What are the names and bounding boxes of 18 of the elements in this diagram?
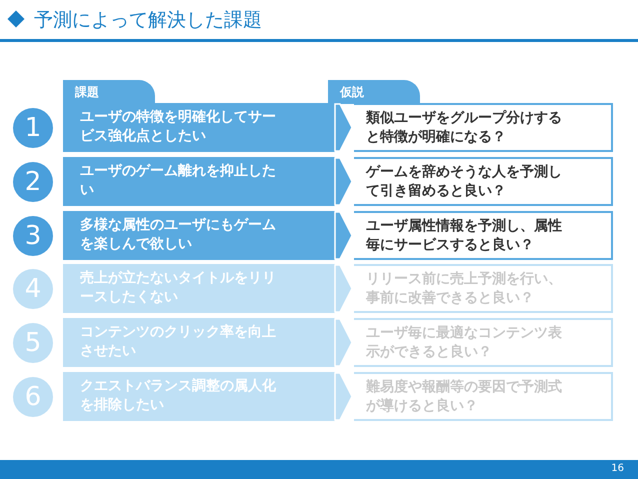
page-number: 16 xyxy=(611,462,624,476)
chevron-arrow xyxy=(334,318,353,367)
number-circle: 3 xyxy=(13,216,53,256)
chevron-arrow xyxy=(334,264,353,313)
chevron-arrow xyxy=(334,157,353,206)
number-circle: 6 xyxy=(13,376,53,416)
number-circle: 1 xyxy=(13,108,53,148)
hypothesis-box: ユーザ属性情報を予測し、属性毎にサービスすると良い？ xyxy=(354,211,613,260)
chevron-arrow xyxy=(334,211,353,260)
number-circle: 4 xyxy=(13,268,53,308)
chevron-arrow xyxy=(334,103,353,152)
number-circle: 2 xyxy=(13,162,53,202)
slide-title: 予測によって解決した課題 xyxy=(34,8,262,32)
hypothesis-box: ゲームを辞めそうな人を予測して引き留めると良い？ xyxy=(354,157,613,206)
chevron-arrow xyxy=(334,372,353,421)
number-circle: 5 xyxy=(13,322,53,362)
column-header-tab: 課題 xyxy=(63,80,155,104)
hypothesis-box: 類似ユーザをグループ分けすると特徴が明確になる？ xyxy=(354,103,613,152)
